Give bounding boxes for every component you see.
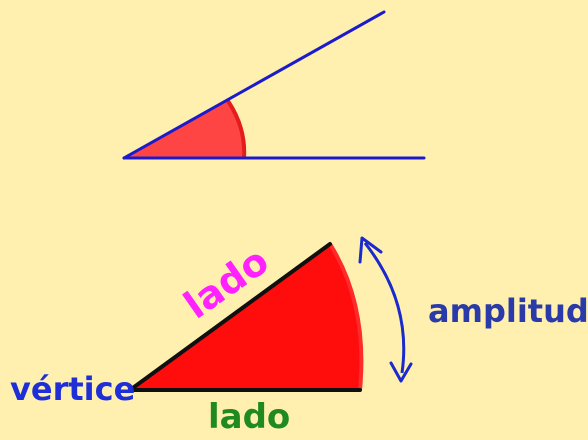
amplitude-arrowhead-top bbox=[358, 236, 383, 264]
top-angle-sector bbox=[124, 101, 245, 158]
bottom-angle-sector bbox=[130, 244, 362, 390]
bottom-angle-upper-side bbox=[128, 242, 332, 392]
top-angle bbox=[122, 10, 426, 160]
amplitude-arrow bbox=[358, 236, 413, 383]
amplitude-label: amplitud bbox=[428, 292, 588, 330]
top-angle-arc-edge bbox=[226, 99, 247, 159]
vertex-label: vértice bbox=[10, 370, 135, 408]
lower-side-label: lado bbox=[208, 397, 290, 437]
bottom-angle bbox=[128, 242, 364, 392]
bottom-angle-arc-edge bbox=[328, 242, 364, 391]
top-angle-upper-ray bbox=[122, 10, 386, 160]
amplitude-arrow-curve bbox=[363, 242, 406, 374]
amplitude-arrowhead-bottom bbox=[389, 361, 413, 383]
